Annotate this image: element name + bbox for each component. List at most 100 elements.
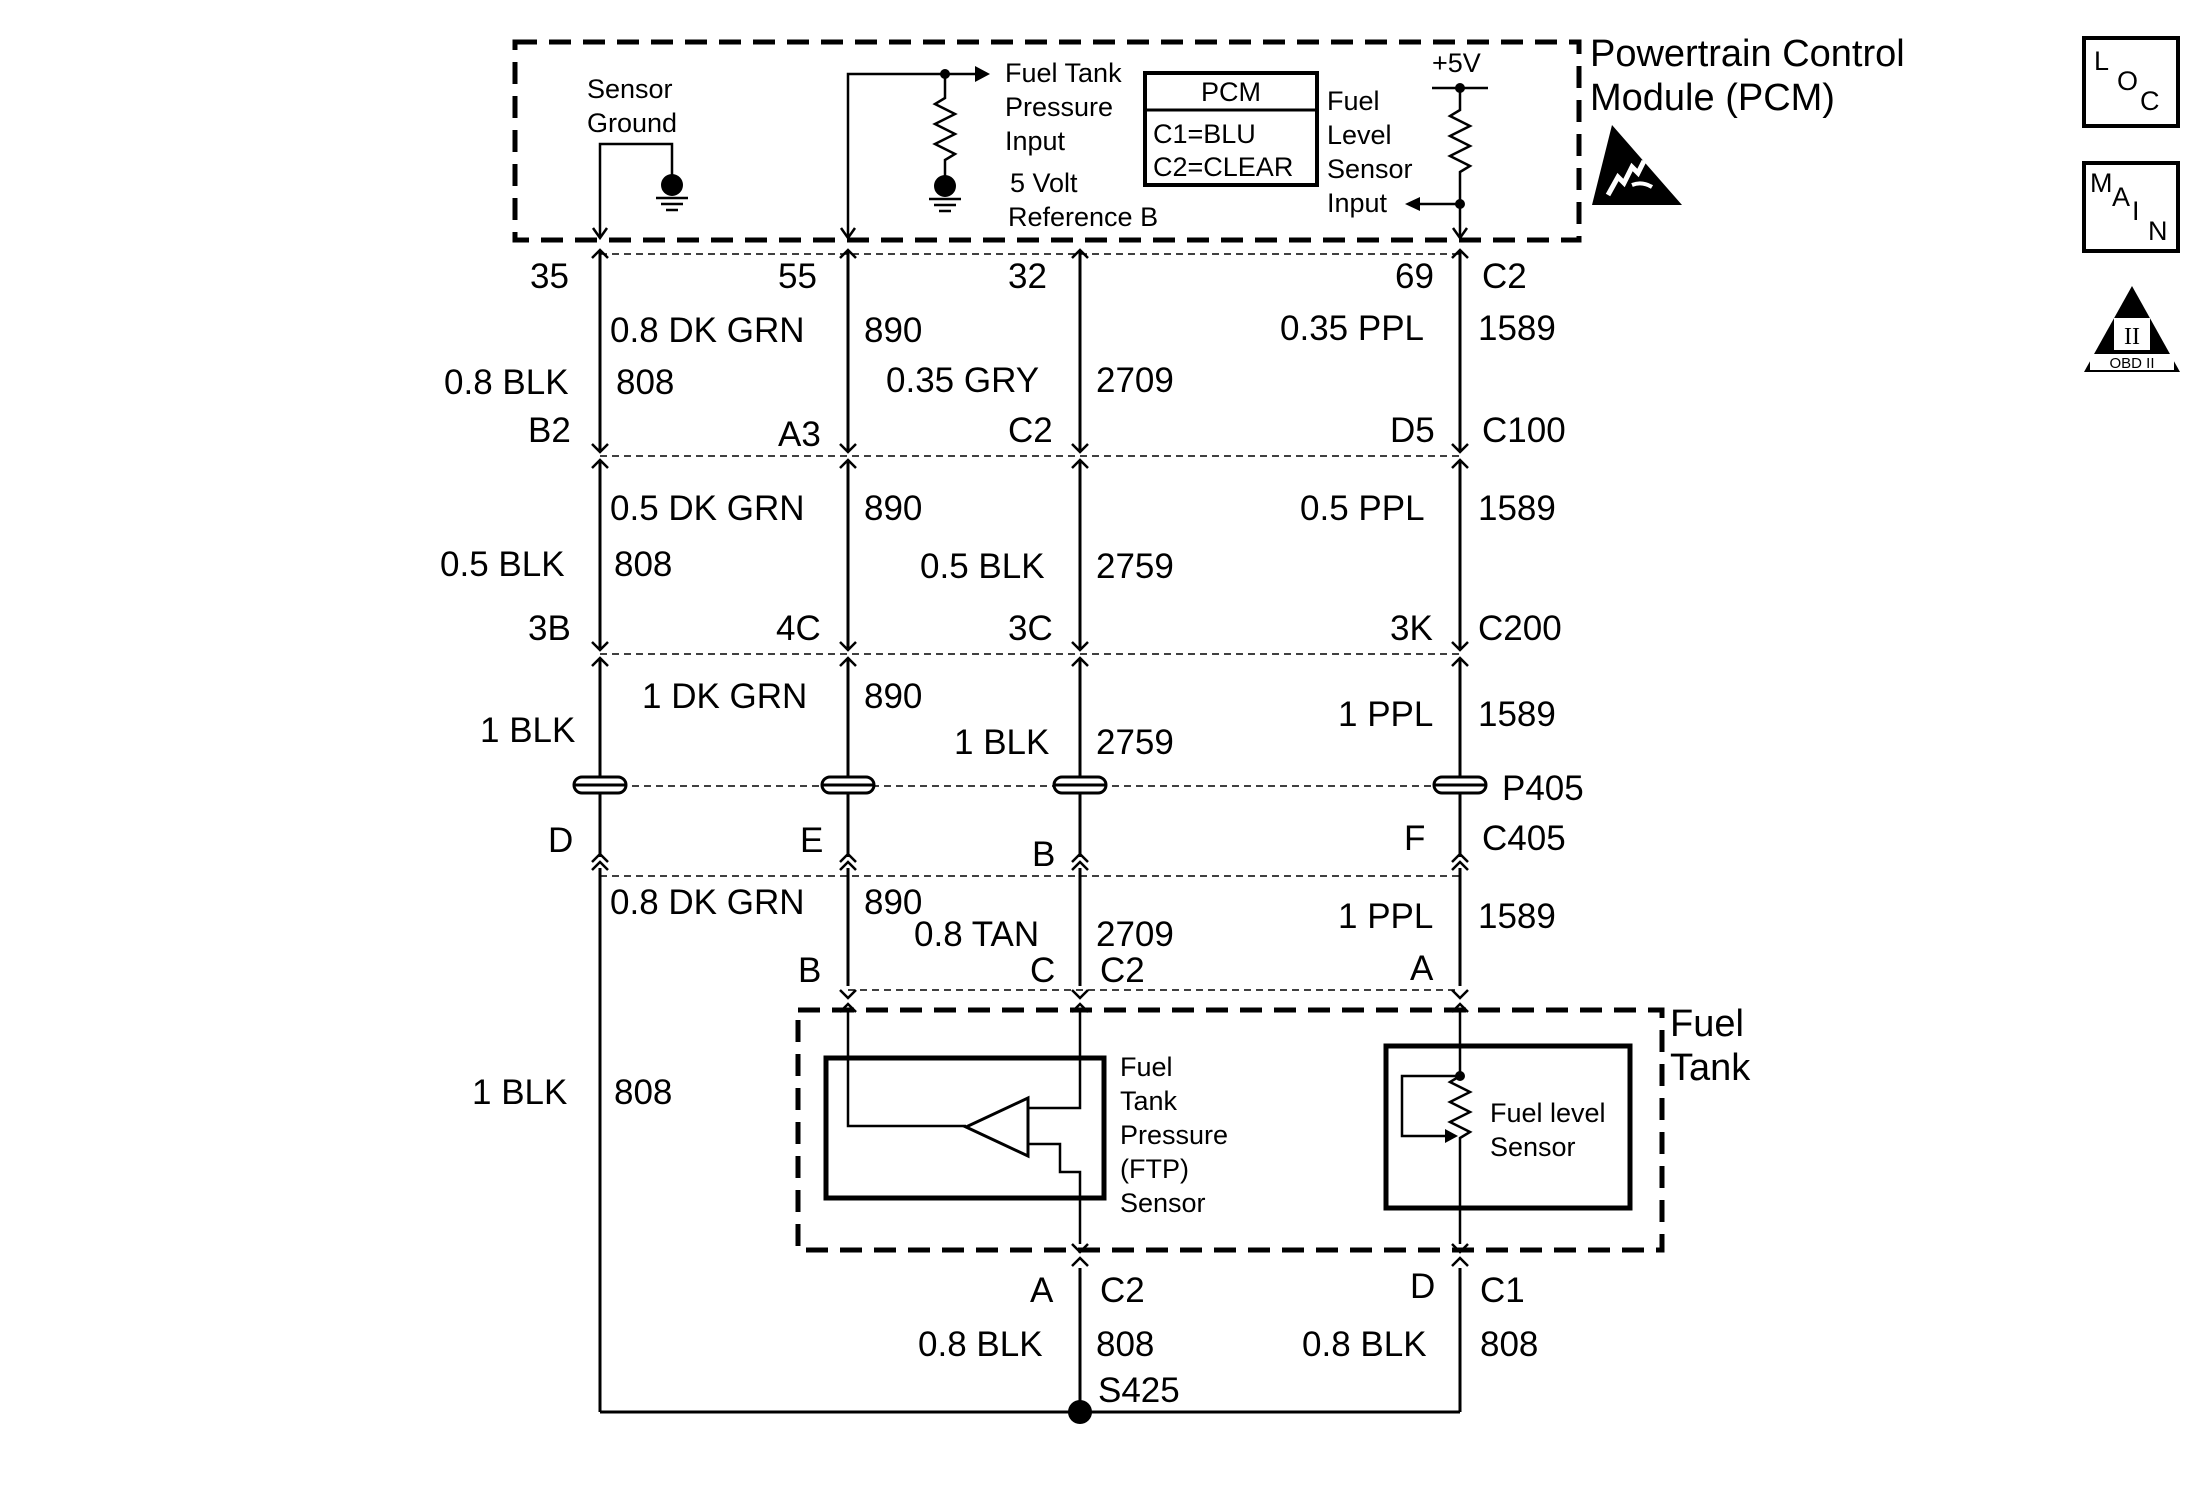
pin-pcm-35: 35 (530, 257, 569, 296)
wire-label-seg4-dkgrn: 0.8 DK GRN (610, 883, 805, 922)
ftp-sensor-label-4: (FTP) (1120, 1154, 1189, 1184)
obd-ii-icon: II OBD II (2084, 286, 2180, 372)
pcm-title-line1: Powertrain Control (1590, 33, 1905, 75)
wire-label-seg4-tan: 0.8 TAN (914, 915, 1039, 954)
pin-pcm-69: 69 (1395, 257, 1434, 296)
wire-num-seg1-2709: 2709 (1096, 361, 1174, 400)
pin-c405-e: E (800, 821, 823, 860)
wire-num-fl-ground: 808 (1480, 1325, 1538, 1364)
wire-num-ftp-ground: 808 (1096, 1325, 1154, 1364)
connector-ftp-c2: C2 (1100, 1271, 1145, 1310)
fuel-level-variable-resistor (1447, 1010, 1473, 1244)
fuel-level-input-label-1: Fuel (1327, 86, 1380, 116)
connector-c100: C100 (1482, 411, 1566, 450)
wire-num-seg4-890: 890 (864, 883, 922, 922)
pin-c405-d: D (548, 821, 573, 860)
pin-tank-a: A (1410, 949, 1434, 988)
pin-tank-c: C (1030, 951, 1055, 990)
fuel-level-input-arrow (1405, 197, 1420, 211)
splice-s425 (1068, 1400, 1092, 1424)
ground-wires-lower (600, 1268, 1462, 1414)
wire-label-seg2-blk2: 0.5 BLK (920, 547, 1045, 586)
connector-c405: C405 (1482, 819, 1566, 858)
wire-label-seg1-dkgrn: 0.8 DK GRN (610, 311, 805, 350)
wire-num-seg1-890: 890 (864, 311, 922, 350)
pin-c100-c2: C2 (1008, 411, 1053, 450)
wire-label-seg1-blk: 0.8 BLK (444, 363, 569, 402)
fuel-level-sensor-box (1383, 1043, 1633, 1211)
ftp-pullup-resistor (932, 74, 958, 178)
fuel-level-input-label-2: Level (1327, 120, 1392, 150)
wire-num-seg3-1589: 1589 (1478, 695, 1556, 734)
ftp-input-label-2: Pressure (1005, 92, 1113, 122)
wire-num-seg3-2759: 2759 (1096, 723, 1174, 762)
pin-ftp-a: A (1030, 1271, 1054, 1310)
ref-b-label-2: Reference B (1008, 202, 1158, 232)
wire-label-seg3-dkgrn: 1 DK GRN (642, 677, 807, 716)
pcm-connector-info-box (1143, 71, 1319, 187)
fuel-tank-title-1: Fuel (1670, 1003, 1744, 1045)
svg-text:L: L (2094, 46, 2109, 76)
ref-b-label-1: 5 Volt (1010, 168, 1078, 198)
connector-c200: C200 (1478, 609, 1562, 648)
wire-num-seg1-808: 808 (616, 363, 674, 402)
svg-text:I: I (2132, 196, 2140, 226)
wire-label-seg2-ppl: 0.5 PPL (1300, 489, 1425, 528)
ftp-ground-symbol (929, 175, 961, 213)
connector-fl-c1: C1 (1480, 1271, 1525, 1310)
wire-num-seg1-1589: 1589 (1478, 309, 1556, 348)
svg-text:A: A (2112, 182, 2130, 212)
sensor-ground-label-1: Sensor (587, 74, 673, 104)
ftp-input-arrow (975, 66, 990, 82)
pin-c200-3b: 3B (528, 609, 571, 648)
wire-label-ground-blk: 1 BLK (472, 1073, 567, 1112)
pin-c200-4c: 4C (776, 609, 821, 648)
ftp-sensor-label-3: Pressure (1120, 1120, 1228, 1150)
wire-num-seg4-2709: 2709 (1096, 915, 1174, 954)
pcm-box-c1: C1=BLU (1153, 119, 1256, 149)
pin-fl-d: D (1410, 1267, 1435, 1306)
pin-c100-d5: D5 (1390, 411, 1435, 450)
wire-label-ftp-ground: 0.8 BLK (918, 1325, 1043, 1364)
esd-warning-icon (1592, 125, 1682, 205)
pin-pcm-32: 32 (1008, 257, 1047, 296)
pin-c200-3c: 3C (1008, 609, 1053, 648)
ftp-input-label-3: Input (1005, 126, 1066, 156)
wire-num-seg4-1589: 1589 (1478, 897, 1556, 936)
ftp-sensor-label-5: Sensor (1120, 1188, 1206, 1218)
wire-label-seg1-ppl: 0.35 PPL (1280, 309, 1424, 348)
sensor-ground-internal-wire (598, 142, 674, 238)
ftp-sensor-box (823, 1055, 1107, 1201)
pcm-module-boundary (512, 39, 1582, 243)
wire-label-seg3-blk: 1 BLK (480, 711, 575, 750)
p405-inline-connectors (572, 775, 1488, 795)
pin-c100-b2: B2 (528, 411, 571, 450)
fuel-level-wiper (1400, 1074, 1460, 1138)
wire-label-fl-ground: 0.8 BLK (1302, 1325, 1427, 1364)
wire-num-ground-808: 808 (614, 1073, 672, 1112)
pcm-connector-c2: C2 (1482, 257, 1527, 296)
wire-num-seg2-808: 808 (614, 545, 672, 584)
wire-label-seg3-blk2: 1 BLK (954, 723, 1049, 762)
fuel-level-input-label-3: Sensor (1327, 154, 1413, 184)
sensor-ground-arrow (591, 227, 609, 241)
pin-pcm-55: 55 (778, 257, 817, 296)
svg-text:O: O (2117, 66, 2138, 96)
ftp-sensor-internal-wires (846, 1010, 1082, 1244)
wire-label-seg2-dkgrn: 0.5 DK GRN (610, 489, 805, 528)
wire-num-seg3-890: 890 (864, 677, 922, 716)
loc-icon: L O C (2082, 36, 2180, 128)
fuel-tank-boundary (795, 1007, 1665, 1253)
wire-num-seg2-890: 890 (864, 489, 922, 528)
pcm-box-title: PCM (1201, 77, 1261, 107)
pin-tank-b: B (798, 951, 821, 990)
fuel-level-input-label-4: Input (1327, 188, 1388, 218)
wire-label-seg1-gry: 0.35 GRY (886, 361, 1039, 400)
pin-c405-f: F (1404, 819, 1425, 858)
fuel-level-pullup-resistor (1447, 88, 1473, 238)
svg-text:M: M (2090, 168, 2113, 198)
wire-label-seg2-blk: 0.5 BLK (440, 545, 565, 584)
ftp-sensor-label-2: Tank (1120, 1086, 1178, 1116)
ftp-sensor-label-1: Fuel (1120, 1052, 1173, 1082)
